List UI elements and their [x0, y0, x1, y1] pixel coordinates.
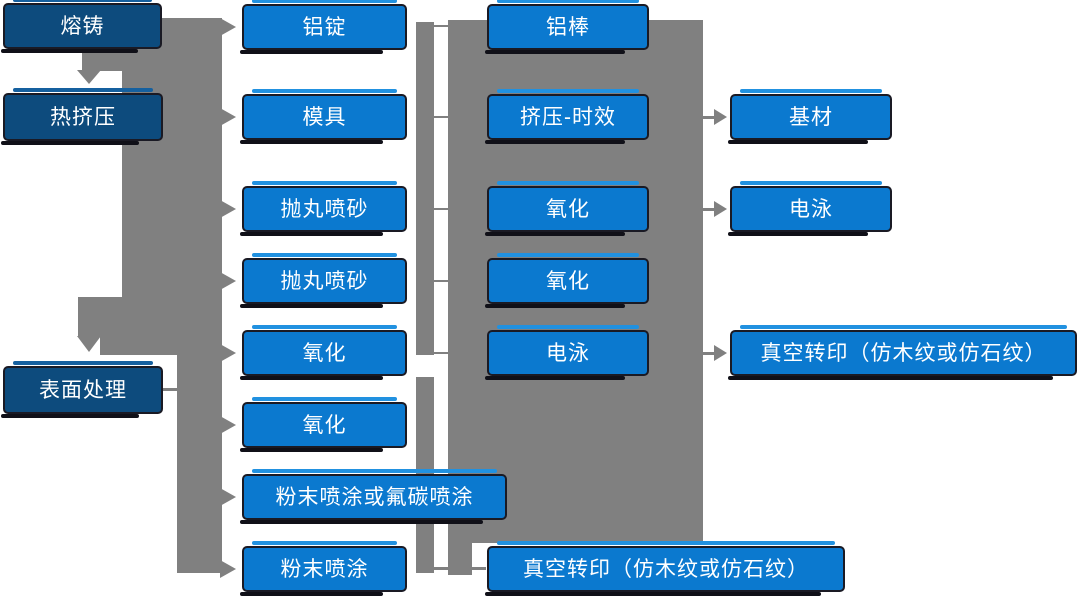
arrowhead-down-hot-extrusion-icon	[77, 70, 101, 84]
node-extrusion-aging: 挤压-时效	[485, 89, 649, 144]
arrowhead-powder-coating-icon	[220, 560, 236, 578]
node-oxidation-2: 氧化	[240, 397, 407, 452]
connector-shaft-base-material	[703, 116, 715, 119]
connector-band-lower	[177, 355, 222, 573]
connector-bar-upper	[416, 22, 434, 355]
node-powder-coating: 粉末喷涂	[240, 541, 407, 596]
arrowhead-electrophoresis-icon	[714, 201, 727, 217]
connector-surface-link-line	[163, 388, 177, 391]
node-base-material: 基材	[728, 89, 892, 144]
connector-tick-row2	[432, 116, 448, 118]
arrowhead-down-surface-treatment-icon	[77, 336, 101, 352]
connector-casting-drop	[82, 49, 122, 71]
node-hot-extrusion: 热挤压	[1, 88, 163, 145]
arrowhead-shot-blasting-2-icon	[220, 272, 236, 290]
connector-tick-row3	[432, 208, 448, 210]
arrowhead-oxidation-1-icon	[220, 344, 236, 362]
arrowhead-powder-fluorocarbon-icon	[220, 488, 236, 506]
connector-band-main	[122, 18, 222, 355]
node-shot-blasting-1: 抛丸喷砂	[240, 181, 407, 236]
node-surface-treatment: 表面处理	[1, 361, 163, 418]
arrowhead-aluminum-ingot-icon	[220, 18, 236, 36]
node-vacuum-transfer-print-1: 真空转印（仿木纹或仿石纹）	[485, 541, 845, 596]
connector-tick-row5	[432, 352, 448, 354]
node-vacuum-transfer-print-2: 真空转印（仿木纹或仿石纹）	[728, 325, 1077, 380]
arrowhead-mold-icon	[220, 108, 236, 126]
node-electrophoresis-1: 电泳	[485, 325, 649, 380]
node-oxidation-1: 氧化	[240, 325, 407, 380]
node-electrophoresis-2: 电泳	[728, 181, 892, 236]
connector-band-bridge	[100, 337, 222, 355]
arrowhead-shot-blasting-1-icon	[220, 200, 236, 218]
node-aluminum-rod: 铝棒	[485, 0, 649, 54]
node-shot-blasting-2: 抛丸喷砂	[240, 253, 407, 308]
node-melting-casting: 熔铸	[1, 0, 162, 53]
node-oxidation-3: 氧化	[485, 181, 649, 236]
node-oxidation-4: 氧化	[485, 253, 649, 308]
connector-shaft-electrophoresis	[703, 208, 715, 211]
node-powder-fluorocarbon-coating: 粉末喷涂或氟碳喷涂	[240, 469, 507, 524]
connector-shaft-vacuum-transfer	[703, 352, 715, 355]
connector-tick-row4	[432, 280, 448, 282]
connector-tick-row1	[432, 25, 448, 27]
arrowhead-oxidation-2-icon	[220, 416, 236, 434]
node-mold: 模具	[240, 89, 407, 144]
node-aluminum-ingot: 铝锭	[240, 0, 407, 54]
arrowhead-vacuum-transfer-icon	[714, 345, 727, 361]
connector-surface-drop	[78, 297, 122, 337]
connector-block-foot	[448, 543, 472, 575]
arrowhead-base-material-icon	[714, 109, 727, 125]
